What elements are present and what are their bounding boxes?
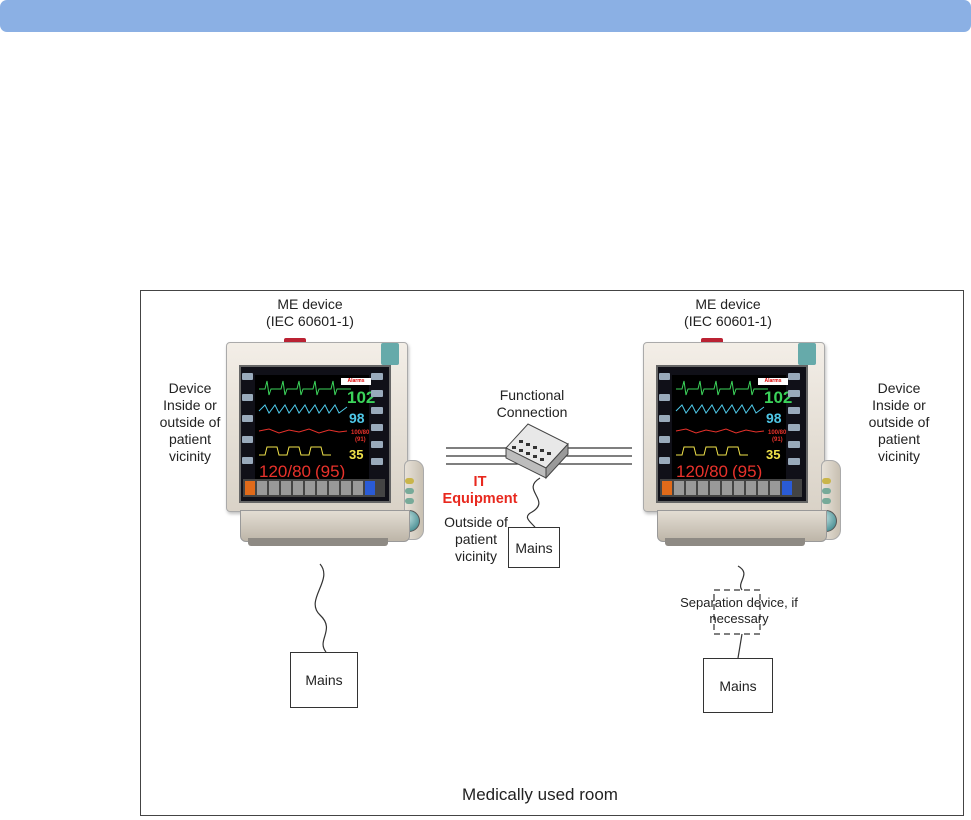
mains-it-box: Mains [508,527,560,568]
abp-value: 120/80 [676,462,728,481]
nbp-mean: (91) [772,437,783,443]
top-bar [0,0,971,32]
me-device-left-label: ME device (IEC 60601-1) [266,296,354,329]
monitor-screen: Alarms Suspended 102 98 100/80 (91) 35 1… [656,365,808,503]
spo2-value: 98 [349,410,365,426]
nbp-value: 100/80 [351,430,370,436]
left-mains-cable [314,563,327,653]
alarm-banner: Alarms Suspended [758,378,788,385]
resp-value: 35 [349,447,364,462]
monitor-screen: Alarms Suspended 102 98 100/80 (91) 35 1… [239,365,391,503]
device-vicinity-left-label: Device Inside or outside of patient vici… [159,380,221,464]
separation-to-mains-line [737,633,743,659]
nbp-value: 100/80 [768,430,787,436]
right-patient-monitor: Alarms Suspended 102 98 100/80 (91) 35 1… [643,338,841,557]
abp-mean: (95) [315,462,346,481]
it-equipment-label: IT Equipment [442,474,518,507]
hr-value: 102 [347,388,376,407]
abp-value: 120/80 [259,462,311,481]
functional-connection-label: Functional Connection [496,387,568,420]
me-device-right-label: ME device (IEC 60601-1) [684,296,772,329]
hr-value: 102 [764,388,793,407]
device-vicinity-right-label: Device Inside or outside of patient vici… [868,380,930,464]
spo2-value: 98 [766,410,782,426]
it-outside-vicinity-label: Outside of patient vicinity [444,514,508,564]
left-patient-monitor: Alarms Suspended 102 98 100/80 (91) 35 1… [226,338,424,557]
alarm-banner: Alarms Suspended [341,378,371,385]
separation-device-label: Separation device, if necessary [680,595,798,626]
mains-right-box: Mains [703,658,773,713]
right-separation-cable [737,565,745,591]
separation-device-box [713,589,761,635]
mains-left-box: Mains [290,652,358,708]
network-switch-icon [505,423,569,480]
abp-mean: (95) [732,462,763,481]
nbp-mean: (91) [355,437,366,443]
resp-value: 35 [766,447,781,462]
room-caption: Medically used room [462,785,618,804]
